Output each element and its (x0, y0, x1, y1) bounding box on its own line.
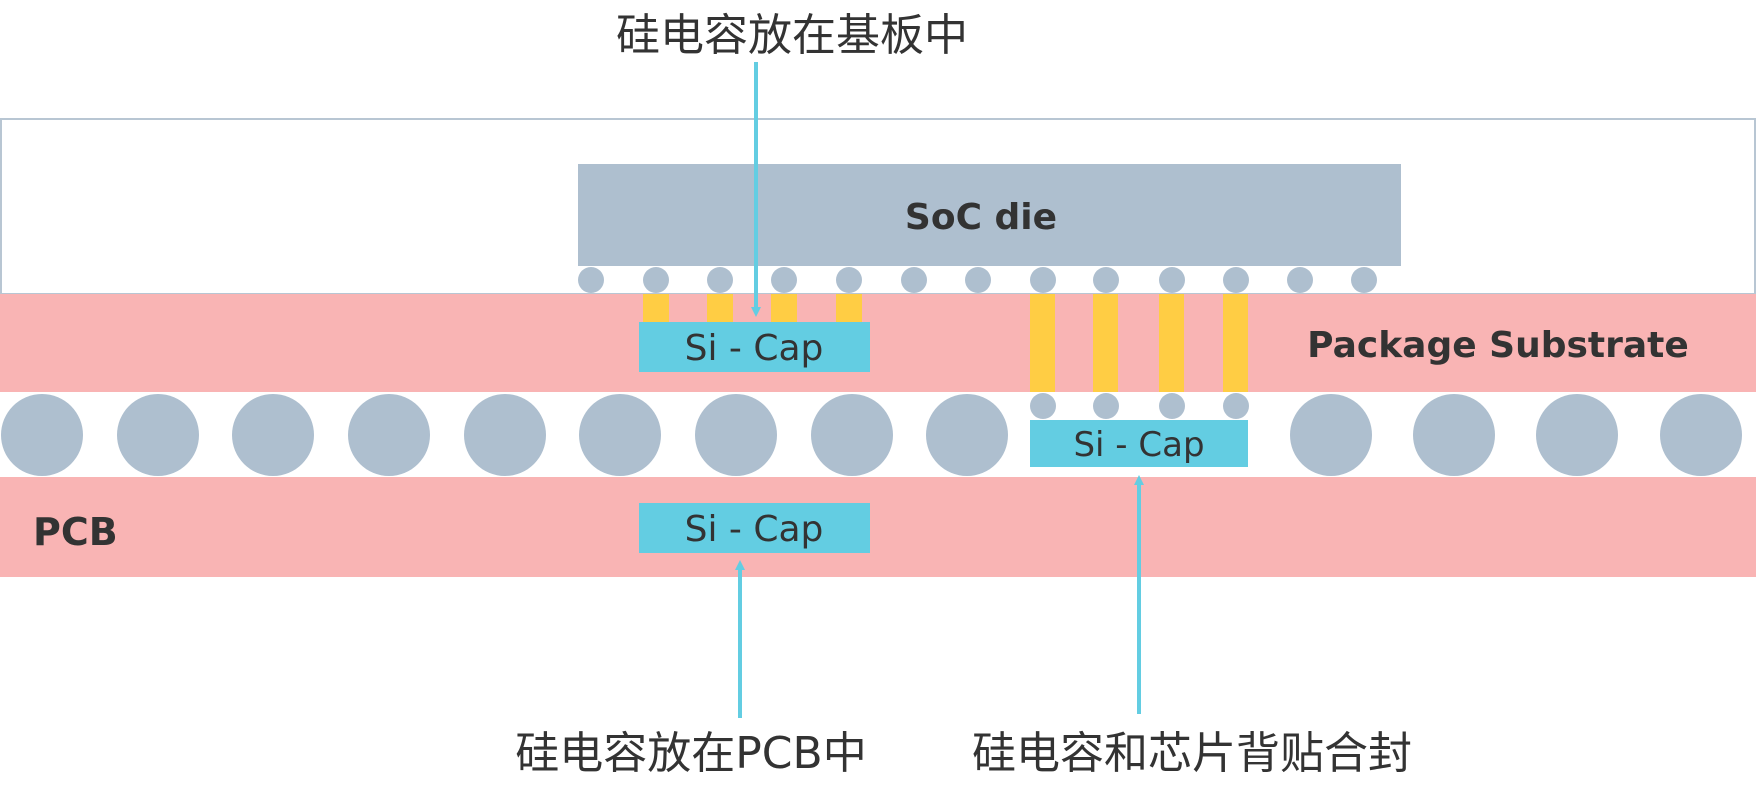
package-substrate-label: Package Substrate (1307, 325, 1689, 366)
via (1159, 294, 1184, 392)
die-bump (643, 267, 669, 293)
si-cap-pcb-label: Si - Cap (685, 509, 824, 550)
die-bump (965, 267, 991, 293)
soc-die (578, 164, 1401, 266)
die-bump (836, 267, 862, 293)
cap-bump (1223, 393, 1249, 419)
die-bump (771, 267, 797, 293)
substrate-vias-through (1030, 294, 1248, 392)
bga-ball (811, 394, 893, 476)
si-cap-pcb (639, 503, 870, 553)
die-bump (1159, 267, 1185, 293)
bga-ball (348, 394, 430, 476)
substrate-vias-short (643, 294, 862, 322)
via (707, 294, 733, 322)
via (643, 294, 669, 322)
via (1030, 294, 1055, 392)
bga-ball (464, 394, 546, 476)
via (1093, 294, 1118, 392)
annotation-cap-backside: 硅电容和芯片背贴合封 (972, 728, 1412, 779)
pcb-label: PCB (33, 510, 118, 554)
bga-ball (117, 394, 199, 476)
bga-ball (1290, 394, 1372, 476)
backside-cap-bumps (1030, 393, 1249, 419)
bga-ball (1413, 394, 1495, 476)
die-bump (1287, 267, 1313, 293)
si-cap-backside-label: Si - Cap (1073, 425, 1204, 465)
die-bump (1223, 267, 1249, 293)
cap-bump (1159, 393, 1185, 419)
bga-balls (1, 394, 1742, 476)
die-bump (1093, 267, 1119, 293)
bga-ball (695, 394, 777, 476)
die-bump (707, 267, 733, 293)
si-cap-backside (1030, 420, 1248, 467)
die-bumps (578, 267, 1377, 293)
bga-ball (1536, 394, 1618, 476)
annotation-cap-in-substrate: 硅电容放在基板中 (616, 10, 968, 61)
package-substrate-layer (0, 294, 1756, 392)
pcb-layer (0, 477, 1756, 577)
bga-ball (1, 394, 83, 476)
die-bump (578, 267, 604, 293)
bga-ball (1660, 394, 1742, 476)
die-bump (1030, 267, 1056, 293)
bga-ball (232, 394, 314, 476)
die-bump (1351, 267, 1377, 293)
annotation-cap-in-pcb: 硅电容放在PCB中 (515, 728, 866, 779)
via (836, 294, 862, 322)
via (1223, 294, 1248, 392)
si-cap-substrate (639, 322, 870, 372)
cap-bump (1030, 393, 1056, 419)
bga-ball (579, 394, 661, 476)
bga-ball (926, 394, 1008, 476)
cap-bump (1093, 393, 1119, 419)
soc-die-label: SoC die (905, 197, 1057, 238)
si-cap-substrate-label: Si - Cap (685, 328, 824, 369)
die-bump (901, 267, 927, 293)
via (771, 294, 797, 322)
